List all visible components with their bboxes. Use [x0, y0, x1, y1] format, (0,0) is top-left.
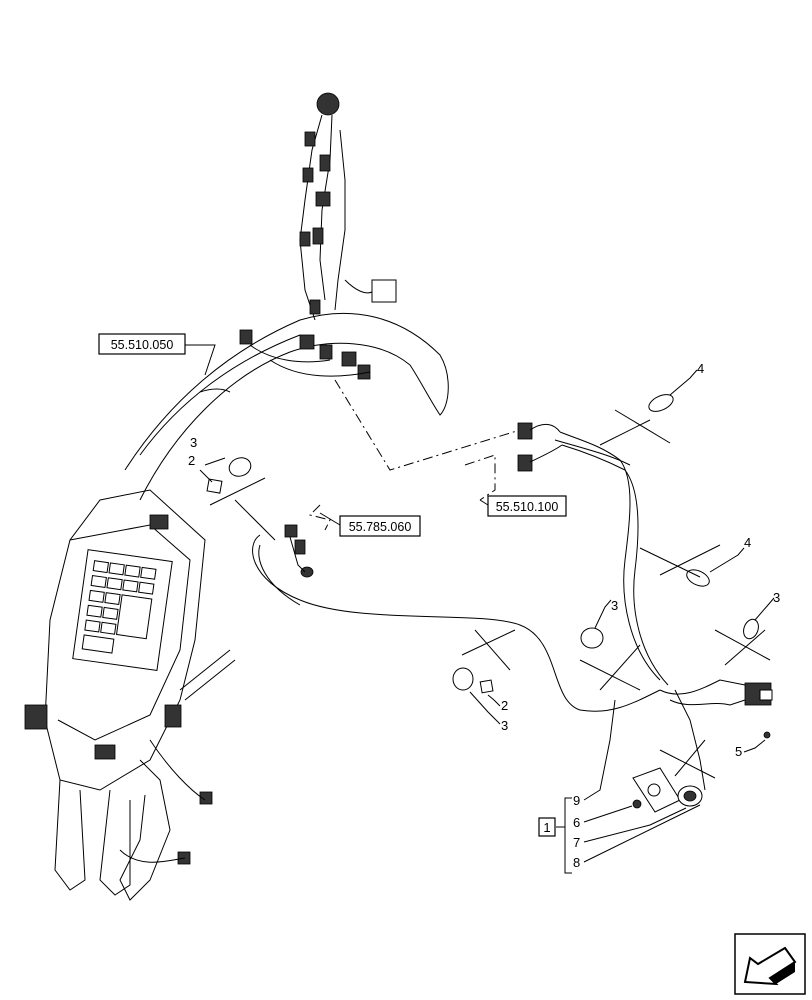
- cab-frame-assembly: [24, 312, 449, 901]
- cable-ties: [206, 394, 759, 694]
- callout-1[interactable]: 1: [543, 820, 550, 835]
- section-cut-markers: [209, 409, 771, 779]
- ref-label-55-510-050[interactable]: 55.510.050: [111, 338, 174, 352]
- leader-lines: [185, 344, 775, 863]
- ref-label-55-510-100[interactable]: 55.510.100: [496, 500, 559, 514]
- ref-line-060: [309, 504, 331, 531]
- callout-4-lower[interactable]: 4: [744, 535, 751, 550]
- callout-3-middle[interactable]: 3: [611, 598, 618, 613]
- main-harness: [252, 422, 773, 791]
- ref-box-55-785-060[interactable]: 55.785.060: [339, 515, 421, 537]
- upper-connector-harness: [239, 92, 397, 380]
- callout-3-right[interactable]: 3: [773, 590, 780, 605]
- ref-label-55-785-060[interactable]: 55.785.060: [349, 520, 412, 534]
- plate-grommet-parts: [632, 731, 771, 813]
- callout-9[interactable]: 9: [573, 793, 580, 808]
- callout-6[interactable]: 6: [573, 815, 580, 830]
- callout-3-upper-left[interactable]: 3: [190, 435, 197, 450]
- ref-box-55-510-050[interactable]: 55.510.050: [98, 333, 186, 355]
- ref-box-55-510-100[interactable]: 55.510.100: [487, 495, 567, 517]
- callout-5[interactable]: 5: [735, 744, 742, 759]
- ref-line-050-to-100: [334, 379, 521, 471]
- callout-7[interactable]: 7: [573, 835, 580, 850]
- callout-numbers: 3 2 4 4 3 3 2 3 5 9 6 7 8: [188, 361, 780, 870]
- callout-8[interactable]: 8: [573, 855, 580, 870]
- view-direction-arrow-icon[interactable]: [734, 933, 806, 995]
- item-1-bracket: 1: [538, 797, 572, 874]
- callout-2-lower[interactable]: 2: [501, 698, 508, 713]
- callout-3-lower[interactable]: 3: [501, 718, 508, 733]
- callout-2-upper-left[interactable]: 2: [188, 453, 195, 468]
- ref-line-100: [464, 454, 496, 501]
- callout-4-upper[interactable]: 4: [697, 361, 704, 376]
